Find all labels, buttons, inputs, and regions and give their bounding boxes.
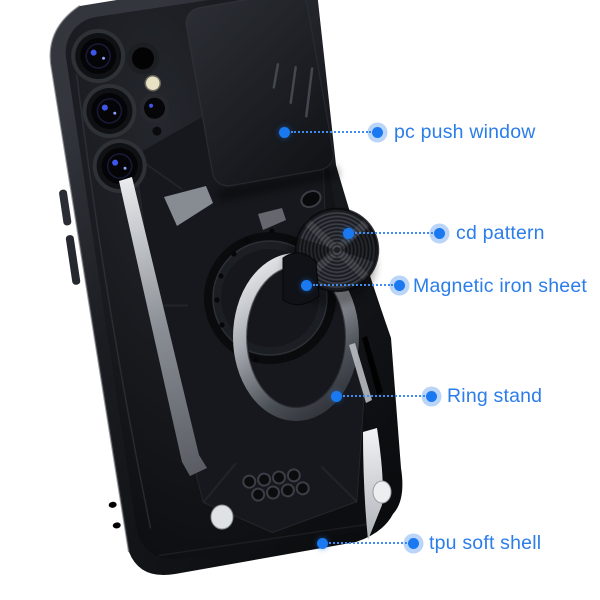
anchor-dot	[407, 537, 419, 549]
target-dot	[278, 126, 290, 138]
anchor-dot	[425, 390, 437, 402]
grip-lines	[272, 63, 314, 118]
target-dot	[300, 280, 312, 291]
lanyard-hole	[300, 189, 322, 209]
anchor-dot	[393, 280, 405, 291]
silver-accent	[349, 343, 372, 403]
cover-shadow	[216, 166, 340, 202]
dotted-connector	[343, 394, 425, 397]
anchor-dot	[433, 227, 445, 239]
callout-label: Magnetic iron sheet	[413, 274, 587, 297]
panel-edge-line	[75, 74, 152, 529]
target-dot	[342, 227, 354, 239]
silver-accent	[119, 177, 207, 476]
anchor-dot	[371, 126, 383, 138]
camera-lens	[82, 83, 137, 138]
camera-lens	[71, 29, 126, 84]
dotted-connector	[291, 130, 371, 133]
camera-module	[71, 29, 170, 194]
mic-holes	[108, 501, 121, 529]
edge-highlight	[49, 5, 130, 553]
dotted-connector	[355, 231, 433, 234]
target-dot	[330, 390, 342, 402]
callout-label: tpu soft shell	[429, 532, 542, 554]
target-dot	[316, 537, 328, 549]
silver-accent	[362, 336, 383, 395]
push-window-cover	[185, 0, 335, 187]
corner-standoff	[210, 504, 234, 530]
callout-label: Ring stand	[447, 385, 543, 407]
vent-pattern	[242, 468, 310, 502]
silver-accent	[363, 428, 383, 540]
camera-flash	[144, 74, 162, 92]
dotted-connector	[329, 541, 407, 544]
callout-label: pc push window	[394, 121, 536, 143]
silver-accent	[164, 186, 213, 226]
armor-facets	[134, 155, 358, 504]
ring-hinge	[282, 252, 320, 306]
side-buttons	[59, 189, 81, 285]
dotted-connector	[313, 284, 393, 286]
camera-lens-small	[139, 93, 170, 124]
af-sensor	[152, 126, 162, 136]
bottom-seam	[158, 523, 367, 557]
silver-accent	[258, 208, 286, 230]
camera-lens-small	[127, 42, 160, 75]
callout-label: cd pattern	[456, 222, 545, 244]
corner-standoff	[372, 480, 392, 504]
